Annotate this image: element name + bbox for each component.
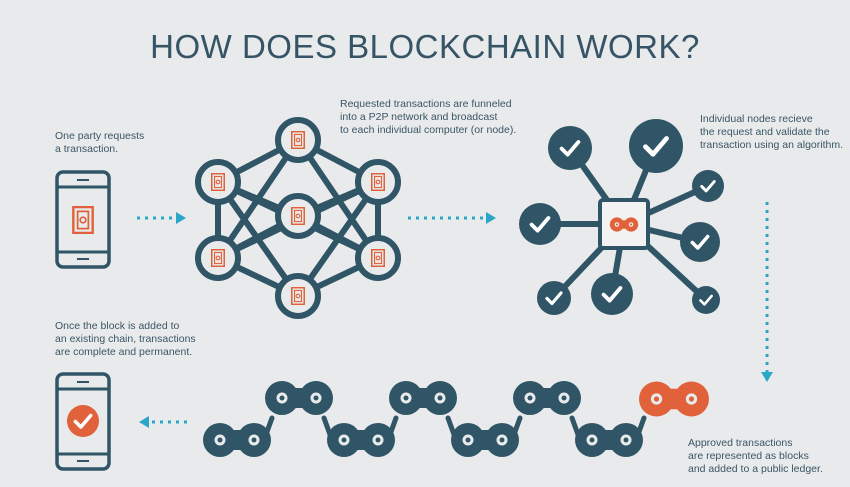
phone-banknote-icon xyxy=(55,170,111,269)
chain-link-icon xyxy=(203,381,709,457)
caption-line: Approved transactions xyxy=(688,437,793,449)
network-nodes xyxy=(195,117,401,319)
flow-arrow-right xyxy=(408,212,496,224)
caption-line: transaction using an algorithm. xyxy=(700,139,843,151)
step-5-caption: Once the block is added to an existing c… xyxy=(55,320,196,359)
caption-line: Once the block is added to xyxy=(55,320,180,332)
caption-line: are represented as blocks xyxy=(688,450,809,462)
caption-line: One party requests xyxy=(55,130,145,142)
caption-line: to each individual computer (or node). xyxy=(340,124,517,136)
step-3-caption: Individual nodes recieve the request and… xyxy=(700,113,843,152)
validation-check-nodes-icon xyxy=(519,119,724,315)
flow-arrow-left xyxy=(139,416,187,428)
caption-line: a transaction. xyxy=(55,143,119,155)
step-1-caption: One party requests a transaction. xyxy=(55,130,144,156)
flow-arrow-right xyxy=(137,212,186,224)
caption-line: Individual nodes recieve xyxy=(700,113,813,125)
page-title: HOW DOES BLOCKCHAIN WORK? xyxy=(150,28,700,65)
caption-line: and added to a public ledger. xyxy=(688,463,823,475)
caption-line: are complete and permanent. xyxy=(55,346,193,358)
caption-line: Requested transactions are funneled xyxy=(340,98,512,110)
step-4-caption: Approved transactions are represented as… xyxy=(688,437,823,476)
caption-line: into a P2P network and broadcast xyxy=(340,111,498,123)
step-2-caption: Requested transactions are funneled into… xyxy=(340,98,516,137)
caption-line: the request and validate the xyxy=(700,126,830,138)
caption-line: an existing chain, transactions xyxy=(55,333,196,345)
phone-checkmark-icon xyxy=(55,372,111,471)
flow-arrow-down xyxy=(761,202,773,382)
